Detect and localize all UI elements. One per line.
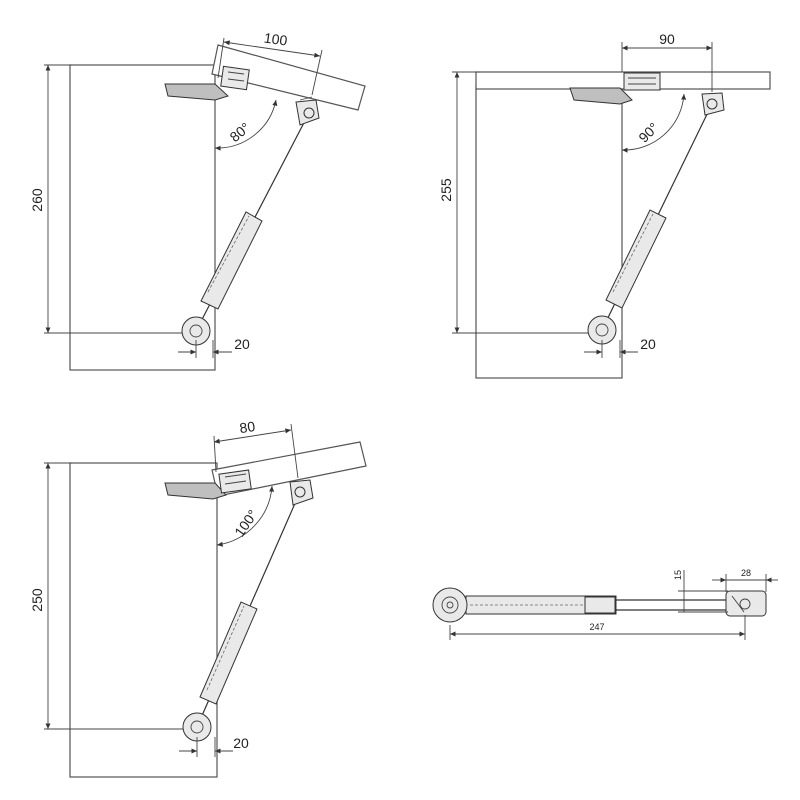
- angle-arc: [214, 99, 278, 151]
- reach-label: 100: [263, 30, 289, 49]
- reach-label: 90: [659, 31, 675, 47]
- offset-label: 20: [233, 735, 249, 751]
- length-label: 247: [589, 622, 604, 632]
- strut-end-eye: [432, 587, 468, 623]
- height-label: 255: [438, 178, 454, 202]
- angle-arc: [621, 93, 687, 153]
- angle-label: 90°: [635, 119, 661, 145]
- gas-strut: [587, 92, 725, 345]
- view-strut-detail: 247 15 28: [432, 568, 778, 640]
- gas-strut: [182, 479, 314, 742]
- angle-label: 80°: [227, 119, 254, 145]
- bracket-width-label: 28: [741, 568, 751, 578]
- reach-dimension-line: [213, 428, 292, 444]
- view-open-100: 250 80 100° 20: [29, 418, 367, 778]
- reach-dimension-line: [223, 40, 321, 58]
- view-open-90: 255 90 90° 20: [438, 31, 771, 379]
- height-label: 250: [29, 588, 45, 612]
- hinge-bracket: [164, 65, 250, 101]
- strut-end-bracket: [725, 590, 767, 617]
- angle-arc: [216, 485, 275, 547]
- offset-label: 20: [640, 336, 656, 352]
- gas-strut: [181, 96, 320, 346]
- height-label: 260: [29, 188, 45, 212]
- hinge-bracket: [569, 72, 661, 105]
- eye-height-label: 15: [673, 570, 683, 580]
- view-open-80: 260 100 80° 20: [29, 30, 366, 371]
- reach-label: 80: [238, 418, 256, 436]
- lid-panel: [211, 44, 366, 111]
- lid-panel: [475, 71, 771, 90]
- offset-label: 20: [234, 336, 250, 352]
